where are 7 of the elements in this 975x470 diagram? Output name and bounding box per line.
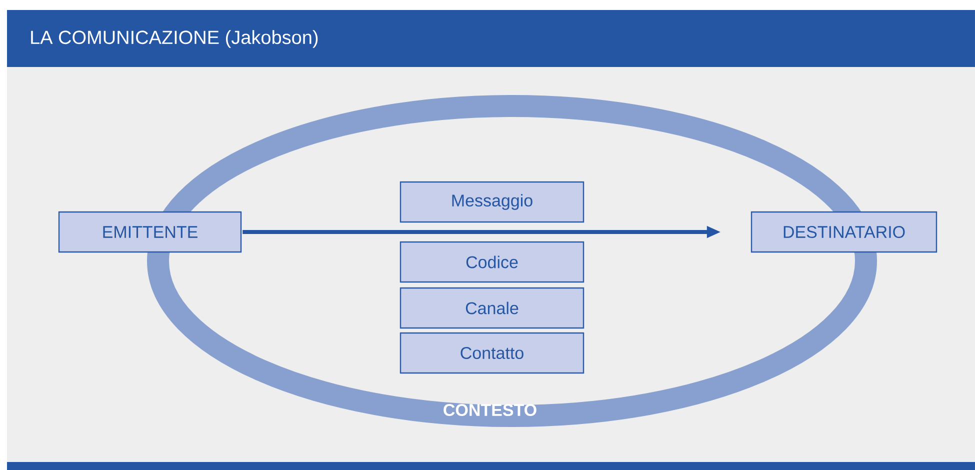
label-box: Contatto (400, 332, 584, 374)
label-box: Canale (400, 287, 584, 329)
label-box: Messaggio (400, 181, 584, 223)
label-box: EMITTENTE (58, 211, 242, 253)
label-box: Codice (400, 241, 584, 283)
title-bar: LA COMUNICAZIONE (Jakobson) (7, 10, 975, 67)
label-box: DESTINATARIO (750, 211, 938, 253)
